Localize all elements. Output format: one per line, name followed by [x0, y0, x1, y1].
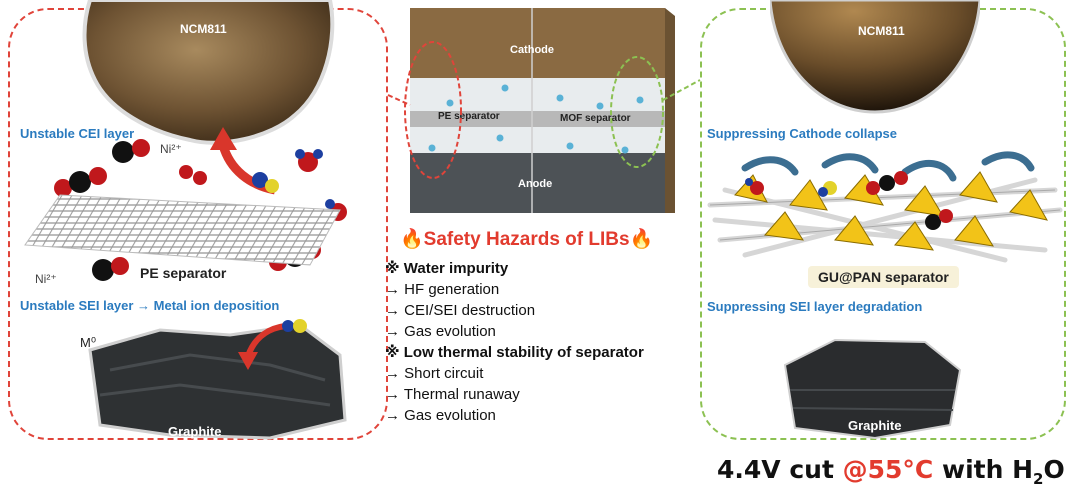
right-anode-label: Graphite [848, 418, 902, 433]
sei-layer-label: Unstable SEI layer → Metal ion depositio… [20, 298, 280, 313]
molecules-left [54, 139, 347, 281]
list-item: → Thermal runaway [385, 386, 520, 403]
graphite-right [783, 338, 962, 440]
list-item: → Gas evolution [385, 323, 496, 340]
section-header-thermal: ※ Low thermal stability of separator [385, 344, 644, 361]
sei-degradation-caption: Suppressing SEI layer degradation [707, 299, 923, 314]
cei-layer-label: Unstable CEI layer [20, 126, 135, 141]
cathode-collapse-caption: Suppressing Cathode collapse [707, 126, 897, 141]
list-item: → Short circuit [385, 365, 484, 382]
graphite-left [88, 323, 347, 440]
red-arrow-down-icon [238, 323, 286, 370]
metal-label: M⁰ [80, 335, 97, 350]
ni-ion-label-bottom: Ni²⁺ [35, 272, 57, 286]
flame-icon: 🔥 [400, 229, 424, 250]
gu-pan-separator [707, 151, 1063, 263]
highlight-connectors [387, 41, 701, 179]
cell-diagram [410, 8, 675, 213]
cell-mof-label: MOF separator [560, 113, 631, 124]
cell-cathode-label: Cathode [510, 44, 554, 56]
flame-icon: 🔥 [629, 229, 654, 250]
hazards-list: ※ Water impurity → HF generation → CEI/S… [385, 258, 644, 426]
ni-ion-label-top: Ni²⁺ [160, 142, 182, 156]
test-condition-caption: 4.4V cut @55°C with H2O [717, 455, 1065, 488]
left-cathode-label: NCM811 [180, 22, 227, 36]
ncm811-particle-left [82, 0, 335, 145]
gu-pan-separator-label: GU@PAN separator [808, 266, 959, 288]
cell-pe-label: PE separator [438, 111, 500, 122]
list-item: → HF generation [385, 281, 500, 298]
hazards-title: 🔥Safety Hazards of LIBs🔥 [400, 229, 654, 250]
section-header-water: ※ Water impurity [385, 260, 509, 277]
list-item: → Gas evolution [385, 407, 496, 424]
list-item: → CEI/SEI destruction [385, 302, 536, 319]
cell-anode-label: Anode [518, 178, 553, 190]
hf-molecule-bottom [282, 319, 307, 333]
ncm811-particle-right [770, 0, 980, 114]
pe-separator-label: PE separator [140, 265, 227, 281]
left-anode-label: Graphite [168, 424, 222, 439]
right-cathode-label: NCM811 [858, 24, 905, 38]
pe-separator-mesh [24, 194, 341, 266]
